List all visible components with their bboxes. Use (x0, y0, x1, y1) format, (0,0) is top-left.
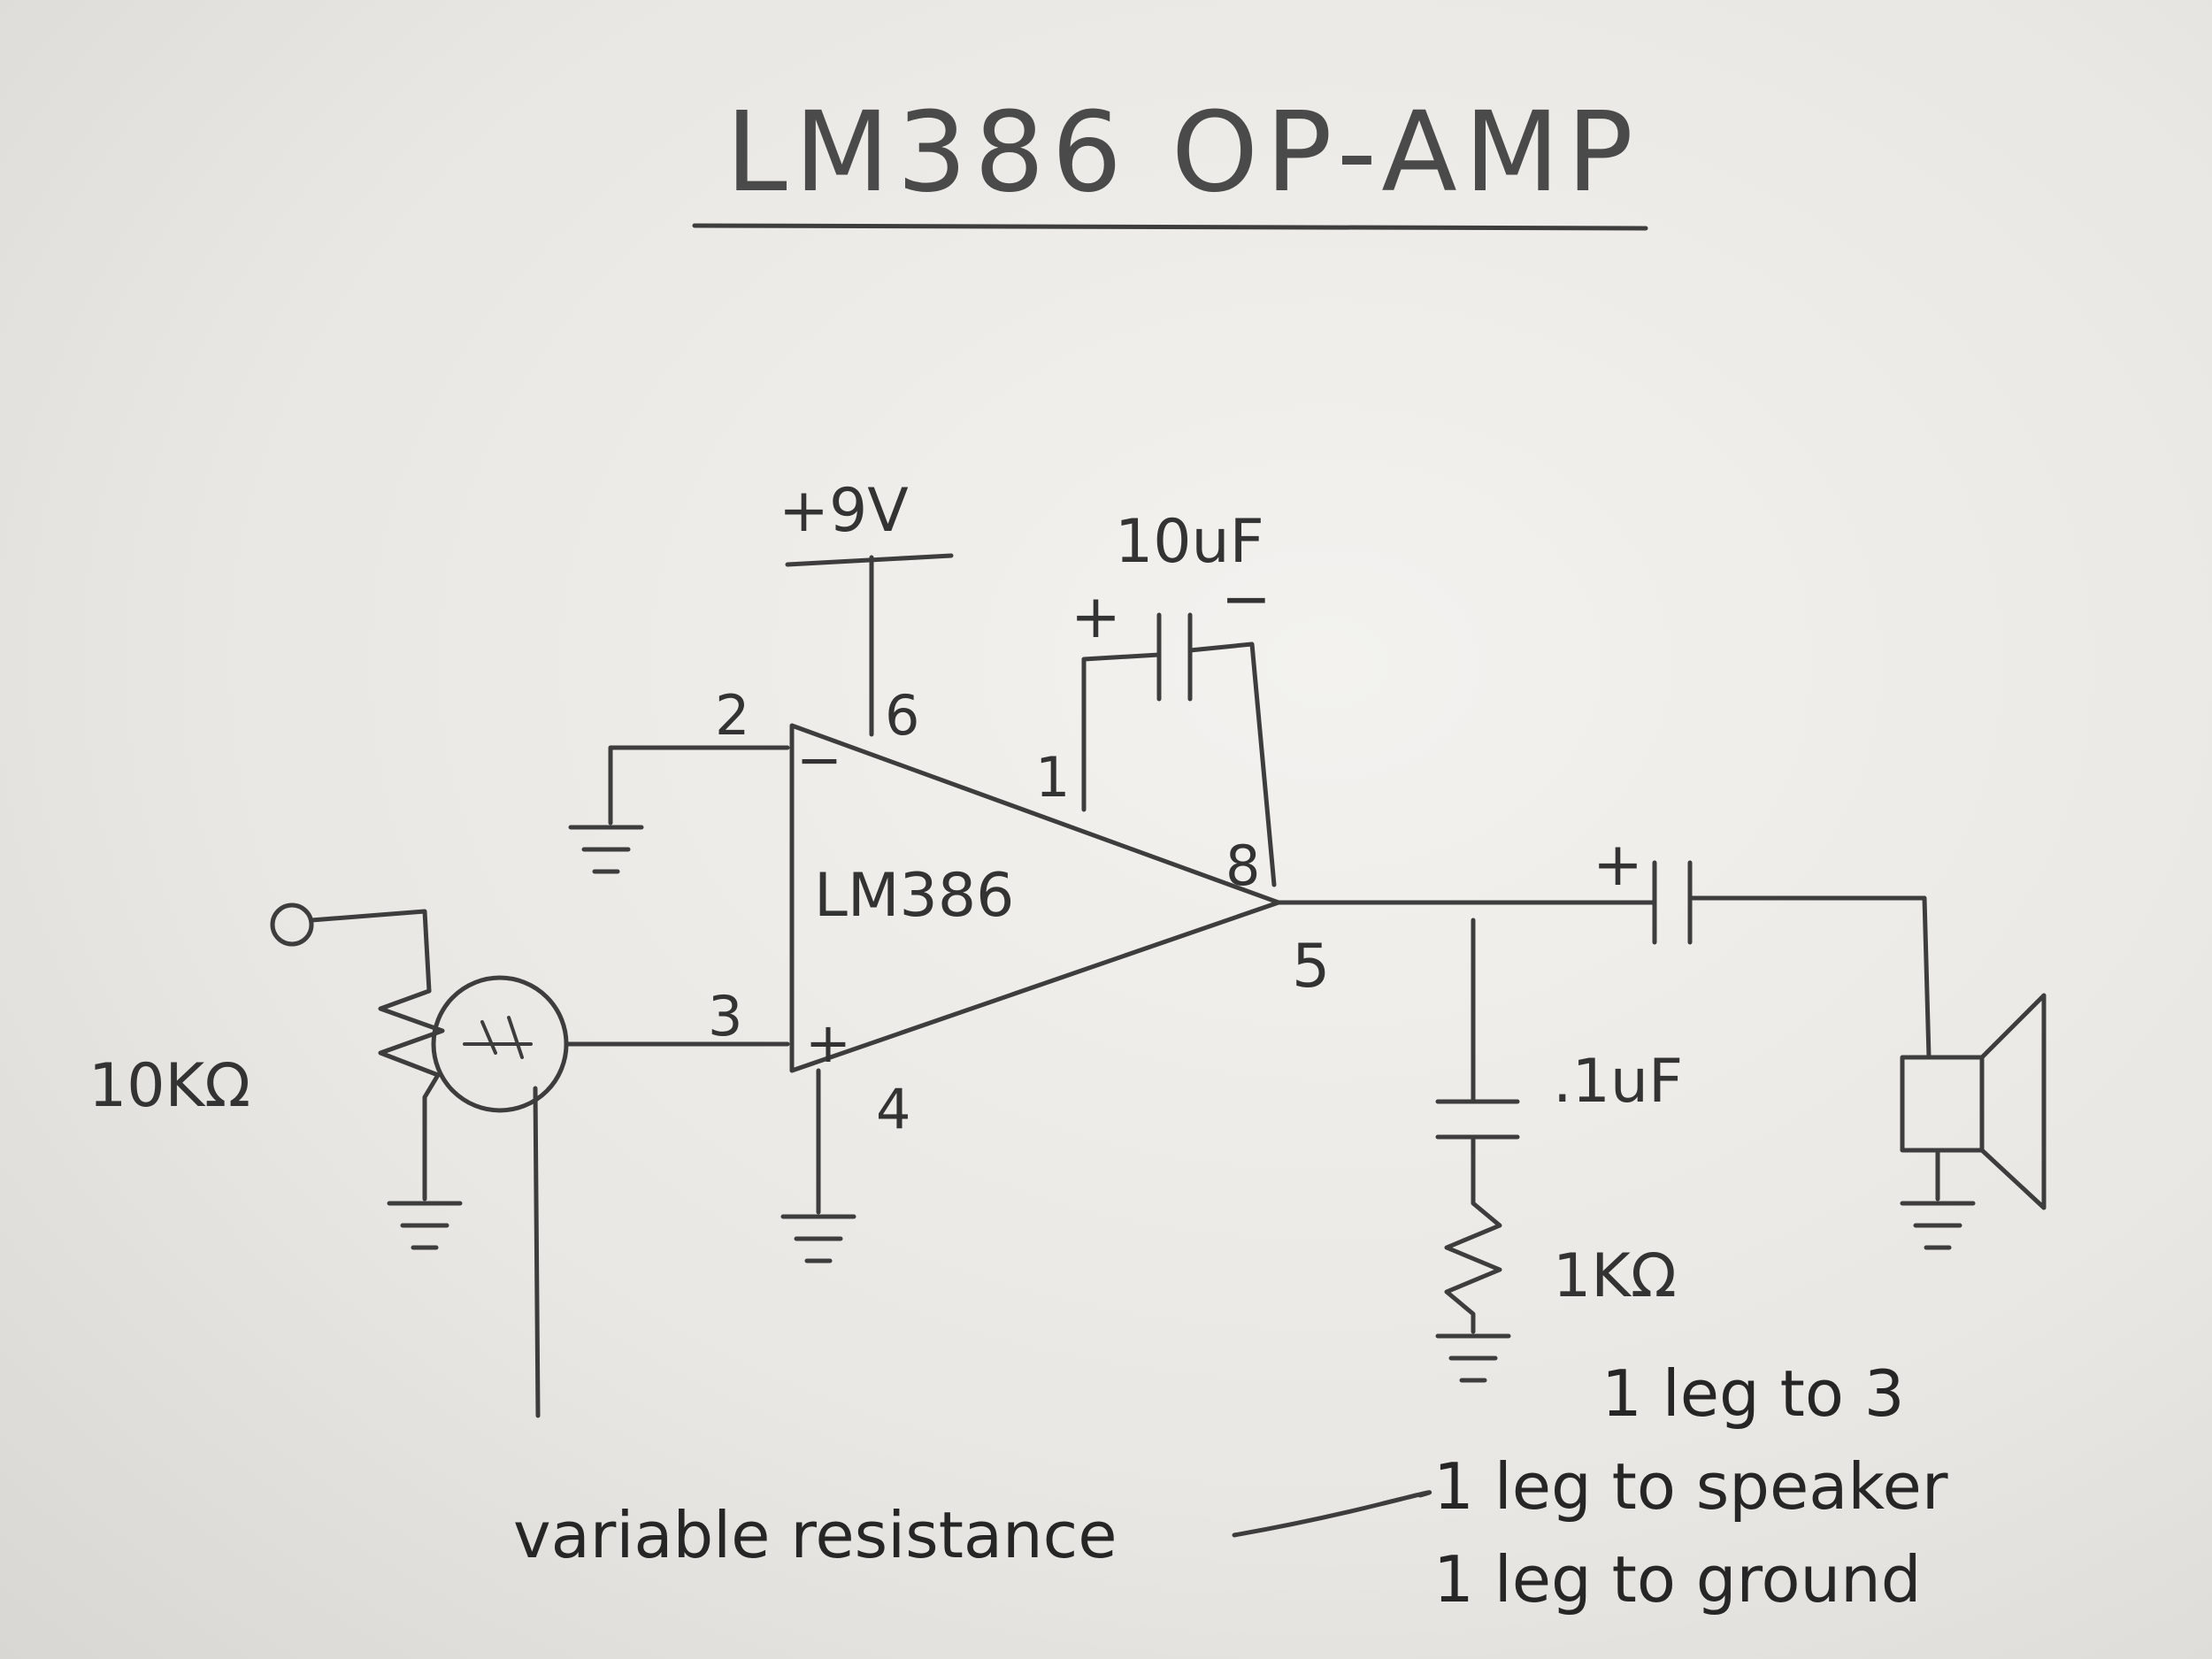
note-leg-to-3: 1 leg to 3 (1601, 1356, 1905, 1431)
gain-cap-label: 10uF (1115, 507, 1264, 577)
chip-label: LM386 (814, 861, 1014, 931)
zobel-ground-icon (1435, 1333, 1511, 1383)
pin4-number: 4 (876, 1077, 910, 1141)
diagram-title: LM386 OP-AMP (726, 88, 1640, 217)
note-leg-to-ground: 1 leg to ground (1433, 1542, 1922, 1617)
speaker-icon (1900, 993, 2047, 1250)
gain-capacitor-icon (1156, 612, 1193, 702)
input-pot-label: 10KΩ (88, 1051, 250, 1121)
pin1-wire (1081, 652, 1162, 812)
output-capacitor-icon (1652, 860, 1693, 945)
title-underline (692, 223, 1648, 231)
input-wire (309, 909, 432, 994)
pin2-ground-icon (568, 825, 644, 874)
speaker-wire (1687, 895, 1932, 1060)
opamp-triangle (789, 723, 1281, 1073)
gain-cap-minus: − (1221, 565, 1271, 634)
note-connector (1232, 1490, 1432, 1538)
pin1-number: 1 (1035, 745, 1070, 810)
pin5-number: 5 (1292, 932, 1330, 1002)
gain-cap-plus: + (1071, 582, 1121, 652)
potentiometer-wiper-icon (463, 1016, 533, 1059)
filter-capacitor-icon (1435, 1099, 1520, 1140)
pin8-number: 8 (1225, 833, 1260, 898)
pin3-number: 3 (708, 984, 742, 1048)
supply-label: +9V (779, 476, 909, 546)
potentiometer-knob-icon (431, 975, 569, 1113)
note-variable-resistance: variable resistance (513, 1498, 1118, 1572)
chip-plus-sign: + (805, 1010, 851, 1075)
filter-res-label: 1KΩ (1553, 1241, 1677, 1311)
chip-minus-sign: − (796, 727, 842, 792)
pot-leg-wire (533, 1086, 541, 1418)
supply-bar (785, 553, 954, 567)
output-cap-plus: + (1593, 830, 1643, 900)
pin2-wire (608, 745, 790, 826)
filter-cap-label: .1uF (1553, 1047, 1683, 1117)
input-ground-icon (387, 1201, 463, 1250)
note-leg-to-speaker: 1 leg to speaker (1433, 1449, 1948, 1524)
pin4-ground-icon (780, 1214, 856, 1263)
pin2-number: 2 (715, 683, 749, 748)
filter-resistor-icon (1444, 1134, 1502, 1334)
input-resistor-icon (378, 988, 445, 1202)
pin6-number: 6 (885, 683, 919, 748)
pin8-wire (1187, 641, 1277, 887)
input-terminal-icon (270, 902, 314, 947)
